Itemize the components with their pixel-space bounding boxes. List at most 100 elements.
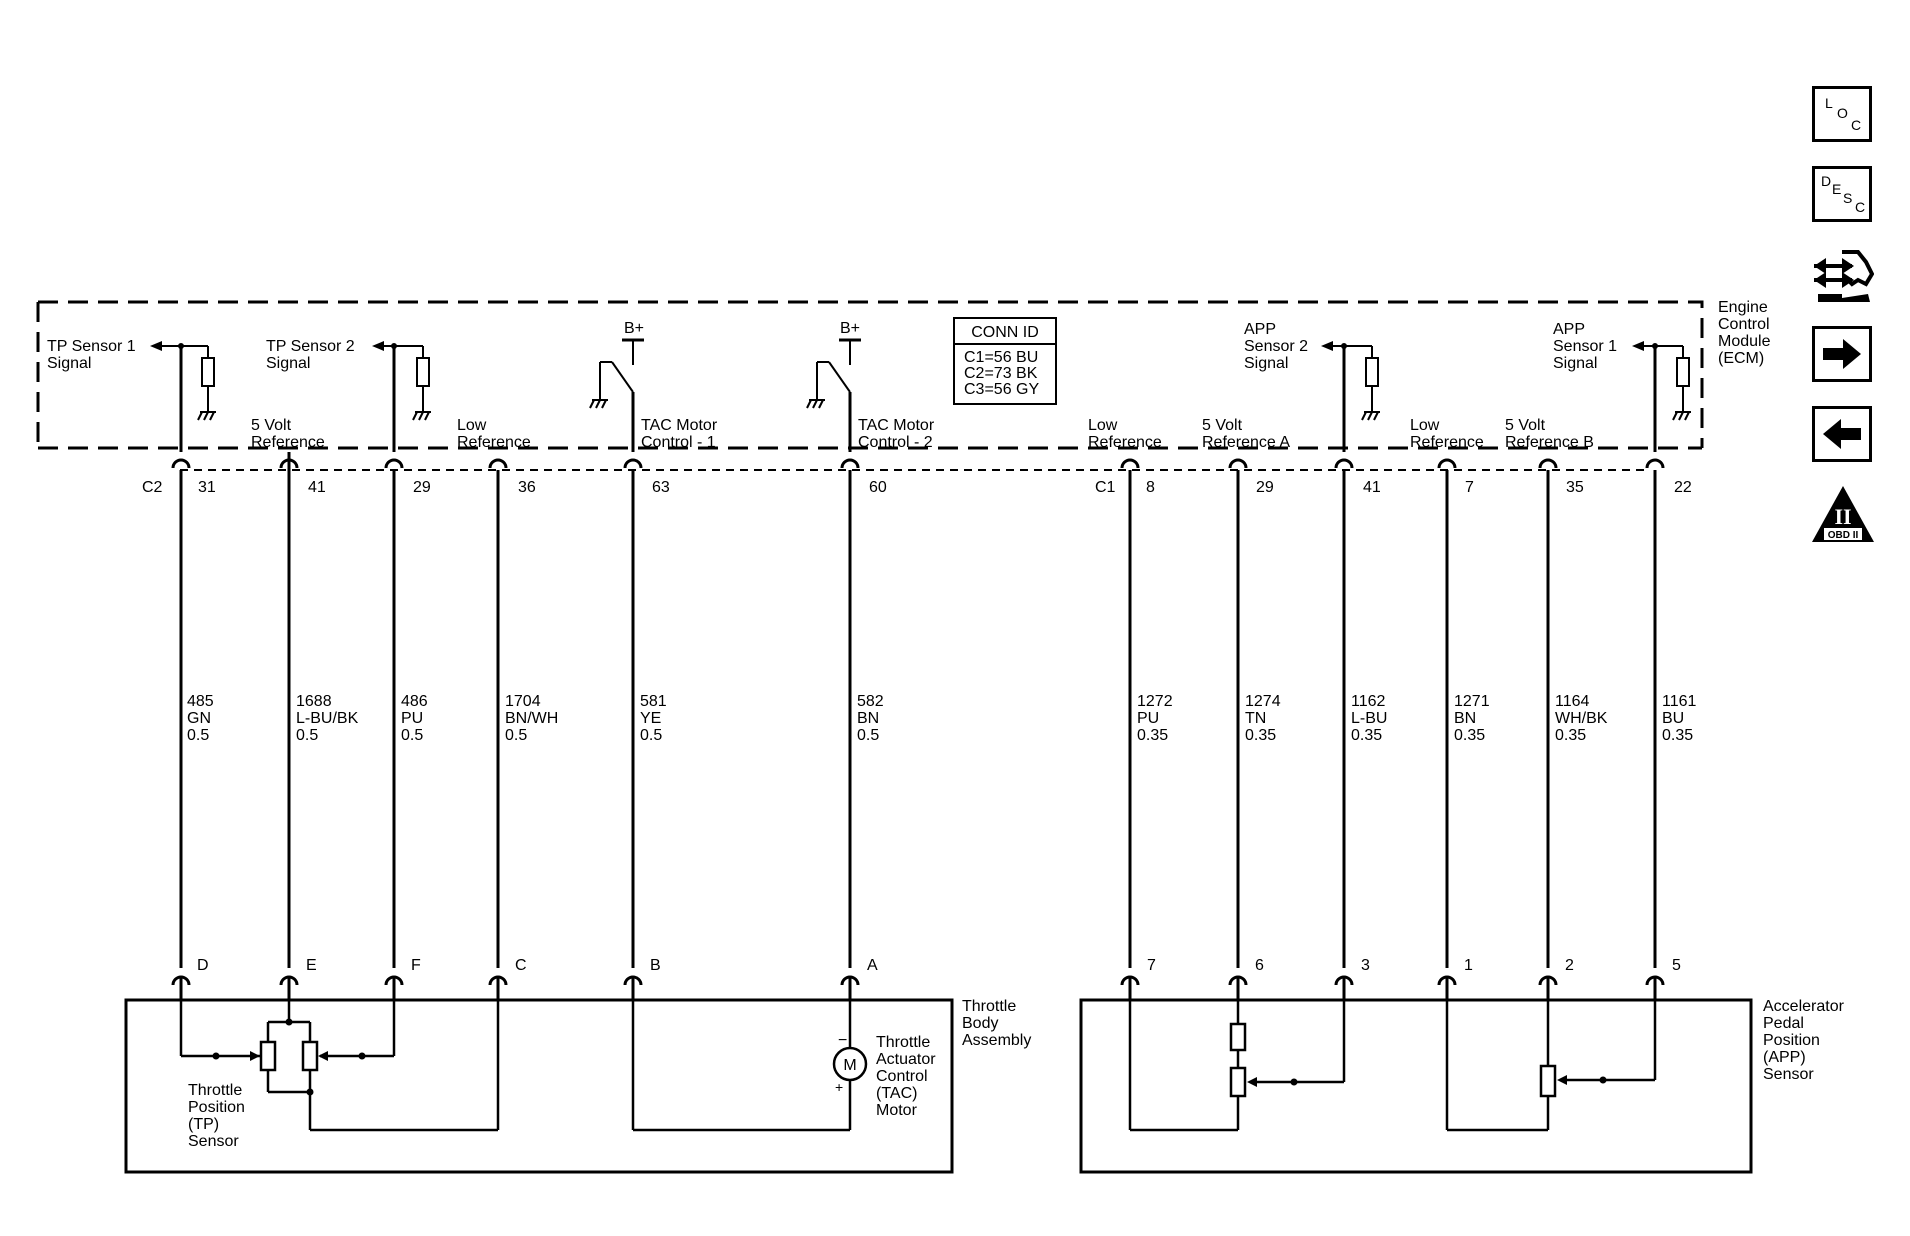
connector-c2-label: C2 xyxy=(142,479,163,496)
signal-arrow-icon xyxy=(372,341,384,351)
ecm-circuit-c1-22: APP Sensor 1 Signal 22 xyxy=(1553,321,1692,496)
desc-letter: D xyxy=(1821,173,1832,189)
ecm-circuit-c1-7: Low Reference 7 xyxy=(1410,417,1484,496)
ecm-pin-number: 35 xyxy=(1566,479,1584,496)
component-pin: 2 xyxy=(1565,957,1574,974)
ecm-pin-number: 31 xyxy=(198,479,216,496)
conn-id-title: CONN ID xyxy=(971,324,1039,341)
component-pin: 5 xyxy=(1672,957,1681,974)
component-pin: E xyxy=(306,957,317,974)
app-sensor-label: Accelerator Pedal Position (APP) Sensor xyxy=(1763,998,1848,1083)
ecm-pin-number: 22 xyxy=(1674,479,1692,496)
obd-ii-icon: II OBD II xyxy=(1812,486,1874,542)
throttle-body-assembly: Throttle Body Assembly xyxy=(124,998,1031,1174)
ecm-signal-label: 5 Volt Reference xyxy=(251,417,325,451)
conn-id-row: C1=56 BU xyxy=(964,349,1038,366)
b-plus-label: B+ xyxy=(624,320,644,337)
b-plus-label: B+ xyxy=(840,320,860,337)
ecm-signal-label: TP Sensor 2 Signal xyxy=(266,338,359,372)
ecm-signal-label: APP Sensor 1 Signal xyxy=(1553,321,1622,372)
tp-sensor-1-resistor-icon xyxy=(259,1040,277,1072)
ecm-signal-label: TP Sensor 1 Signal xyxy=(47,338,140,372)
wiper-arrow-icon xyxy=(318,1051,328,1061)
wiper-arrow-icon xyxy=(1557,1075,1567,1085)
ecm-circuit-c2-63: TAC Motor Control - 1 63 B+ xyxy=(589,320,718,496)
throttle-body-label: Throttle Body Assembly xyxy=(962,998,1031,1049)
conn-id-box: CONN ID C1=56 BU C2=73 BK C3=56 GY xyxy=(953,317,1057,405)
component-pin: 7 xyxy=(1147,957,1156,974)
signal-arrow-icon xyxy=(1321,341,1333,351)
tp-sensor-label: Throttle Position (TP) Sensor xyxy=(188,1082,249,1150)
signal-arrow-icon xyxy=(1632,341,1644,351)
ecm-pin-number: 7 xyxy=(1465,479,1474,496)
app-sensor-circuit xyxy=(1128,1000,1657,1132)
ecm-signal-label: TAC Motor Control - 2 xyxy=(858,417,939,451)
motor-symbol: M xyxy=(843,1057,856,1074)
component-terminals xyxy=(171,975,1665,1000)
connector-wrench-graphic xyxy=(1814,250,1875,302)
wiper-arrow-icon xyxy=(250,1051,260,1061)
ground-icon xyxy=(197,411,216,421)
component-pin: C xyxy=(515,957,527,974)
arrow-left-icon xyxy=(1823,419,1861,449)
ecm-circuit-c1-35: 5 Volt Reference B 35 xyxy=(1505,417,1594,496)
component-pin: B xyxy=(650,957,661,974)
ecm-signal-label: Low Reference xyxy=(1088,417,1162,451)
obd-ii-label: OBD II xyxy=(1828,530,1859,541)
desc-letter: S xyxy=(1843,190,1853,206)
loc-button[interactable]: L O C xyxy=(1812,86,1872,142)
pull-up-resistor-icon xyxy=(201,357,215,387)
ecm-signal-label: Low Reference xyxy=(1410,417,1484,451)
tac-motor-label: Throttle Actuator Control (TAC) Motor xyxy=(876,1034,940,1119)
ecm-circuit-c1-8: Low Reference 8 xyxy=(1088,417,1162,496)
high-side-driver-icon xyxy=(589,361,634,409)
component-pin: A xyxy=(867,957,878,974)
desc-button[interactable]: D E S C xyxy=(1812,166,1872,222)
pull-up-resistor-icon xyxy=(416,357,430,387)
connector-c1-label: C1 xyxy=(1095,479,1116,496)
ecm-circuit-c1-41: APP Sensor 2 Signal 41 xyxy=(1244,321,1381,496)
ecm-circuit-c1-29: 5 Volt Reference A 29 xyxy=(1202,417,1290,496)
loc-letter: O xyxy=(1837,105,1848,121)
ecm-pin-number: 36 xyxy=(518,479,536,496)
component-pin: F xyxy=(411,957,421,974)
loc-letter: L xyxy=(1825,95,1833,111)
ecm-pin-number: 29 xyxy=(1256,479,1274,496)
ecm-signal-label: APP Sensor 2 Signal xyxy=(1244,321,1313,372)
pull-up-resistor-icon xyxy=(1365,357,1379,387)
motor-plus: + xyxy=(835,1079,843,1095)
loc-letter: C xyxy=(1851,117,1862,133)
signal-arrow-icon xyxy=(150,341,162,351)
previous-button[interactable] xyxy=(1812,406,1872,462)
pull-up-resistor-icon xyxy=(1676,357,1690,387)
component-pin: 1 xyxy=(1464,957,1473,974)
ecm-circuit-c2-36: Low Reference 36 xyxy=(457,417,536,496)
high-side-driver-icon xyxy=(806,361,851,409)
component-pin: D xyxy=(197,957,209,974)
connector-wrench-icon[interactable] xyxy=(1812,244,1875,308)
tp-sensor-2-resistor-icon xyxy=(301,1040,319,1072)
obd-ii-button[interactable]: II OBD II xyxy=(1810,484,1876,544)
component-pin: 6 xyxy=(1255,957,1264,974)
ecm-module: Engine Control Module (ECM) xyxy=(36,299,1775,450)
ecm-pin-number: 41 xyxy=(1363,479,1381,496)
ecm-pin-number: 63 xyxy=(652,479,670,496)
ecm-signal-label: 5 Volt Reference B xyxy=(1505,417,1594,451)
next-button[interactable] xyxy=(1812,326,1872,382)
component-pin-labels: D E F C B A 7 6 3 1 2 5 xyxy=(197,957,1681,974)
ecm-signal-label: 5 Volt Reference A xyxy=(1202,417,1290,451)
tp-sensor-circuit xyxy=(179,1000,500,1132)
ecm-name: Engine Control Module (ECM) xyxy=(1718,299,1775,367)
